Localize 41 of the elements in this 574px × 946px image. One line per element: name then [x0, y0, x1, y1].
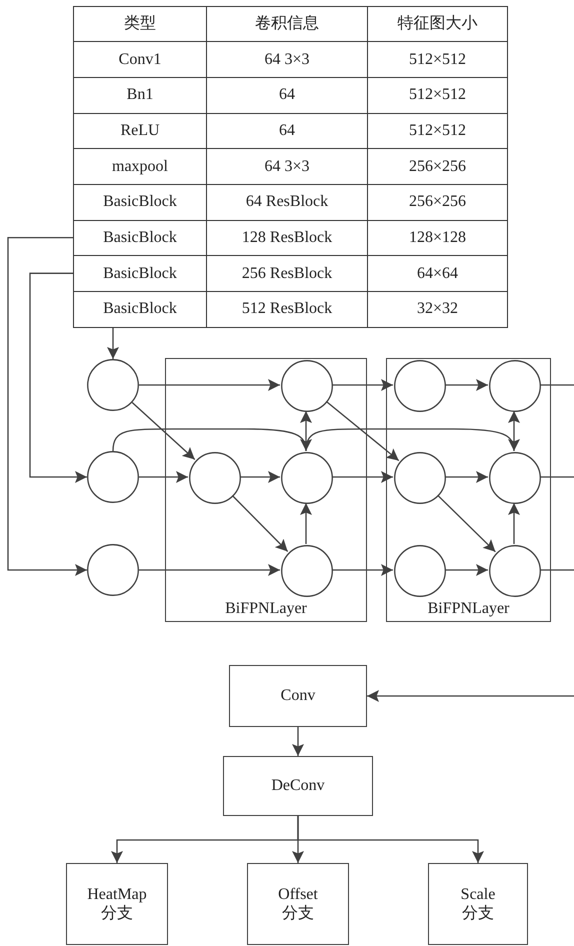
arrow — [240, 471, 280, 483]
arrow — [297, 816, 484, 863]
header-cell: 特征图大小 — [367, 6, 508, 42]
connector-line — [540, 569, 574, 571]
arrow — [29, 272, 87, 483]
header-cell: 类型 — [73, 6, 207, 42]
arrow — [232, 495, 288, 552]
arrow — [445, 471, 488, 483]
layer-box — [386, 358, 551, 622]
arrow — [508, 411, 520, 451]
arrow — [292, 727, 304, 756]
arrow — [107, 327, 119, 359]
arrow — [508, 503, 520, 544]
connector-line — [540, 476, 574, 478]
table-cell: BasicBlock — [73, 291, 207, 328]
arrow — [326, 400, 400, 462]
arrow — [7, 236, 87, 576]
connector-line — [540, 384, 574, 386]
arrow — [132, 402, 196, 460]
arrow — [445, 564, 488, 576]
layer-label: BiFPNLayer — [224, 599, 308, 619]
arrow — [139, 564, 280, 576]
process-box: HeatMap 分支 — [66, 863, 168, 945]
arrow — [437, 494, 496, 552]
arrow — [367, 690, 574, 702]
arrow — [300, 503, 312, 544]
arrow — [332, 471, 393, 483]
layer-label: BiFPNLayer — [426, 599, 510, 619]
arrow — [139, 379, 280, 391]
arrow — [112, 428, 312, 452]
arrow — [332, 564, 393, 576]
process-box: Conv — [229, 665, 367, 727]
table-cell: 32×32 — [367, 291, 508, 328]
process-box: DeConv — [223, 756, 373, 816]
arrow — [305, 428, 520, 452]
arrow — [332, 379, 393, 391]
process-box: Scale 分支 — [428, 863, 528, 945]
arrow — [445, 379, 488, 391]
process-box: Offset 分支 — [247, 863, 349, 945]
arrow — [139, 471, 188, 483]
layer-box — [165, 358, 367, 622]
